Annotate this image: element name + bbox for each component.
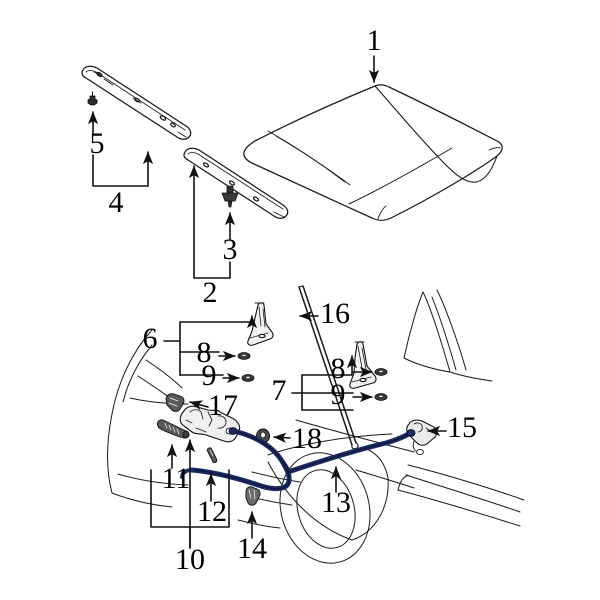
rod-retainer-clip-illustration <box>165 393 185 412</box>
weatherstrip-lower-illustration <box>183 147 289 219</box>
hinge-nut-right-illustration <box>374 393 388 401</box>
hood-panel-illustration <box>243 84 503 221</box>
callout-label-14: 14 <box>237 532 267 565</box>
callout-label-17: 17 <box>208 389 238 422</box>
callout-label-1: 1 <box>367 24 382 57</box>
weatherstrip-bolt-illustration <box>221 185 239 208</box>
weatherstrip-clip-illustration <box>87 91 98 106</box>
hinge-washer-left-illustration <box>237 352 251 360</box>
callout-label-9-left: 9 <box>202 359 217 392</box>
callout-label-3: 3 <box>223 233 238 266</box>
weatherstrip-upper-illustration <box>81 65 192 140</box>
callout-label-4: 4 <box>109 186 124 219</box>
hood-hinge-left-illustration <box>247 302 274 346</box>
callout-label-18: 18 <box>292 422 322 455</box>
cable-clip-illustration <box>245 486 261 506</box>
callout-label-9-right: 9 <box>331 378 346 411</box>
latch-screw-illustration <box>206 447 218 464</box>
callout-label-11: 11 <box>162 462 191 495</box>
callout-label-12: 12 <box>197 495 227 528</box>
callout-label-5: 5 <box>90 127 105 160</box>
callout-leaders <box>87 55 447 549</box>
hood-hinge-right-illustration <box>349 341 377 389</box>
callout-label-8-right: 8 <box>331 352 346 385</box>
callout-label-16: 16 <box>320 297 350 330</box>
latch-bolt-illustration <box>156 419 190 439</box>
callout-label-7: 7 <box>272 374 287 407</box>
hinge-washer-right-illustration <box>374 368 388 376</box>
hinge-nut-left-illustration <box>241 374 255 382</box>
vehicle-body-outline <box>107 289 525 564</box>
hood-release-handle-illustration <box>406 419 438 456</box>
callout-label-13: 13 <box>321 486 351 519</box>
callout-label-8-left: 8 <box>197 336 212 369</box>
callout-label-10: 10 <box>175 543 205 576</box>
callout-label-15: 15 <box>447 411 477 444</box>
callout-label-2: 2 <box>203 276 218 309</box>
callout-label-6: 6 <box>143 322 158 355</box>
